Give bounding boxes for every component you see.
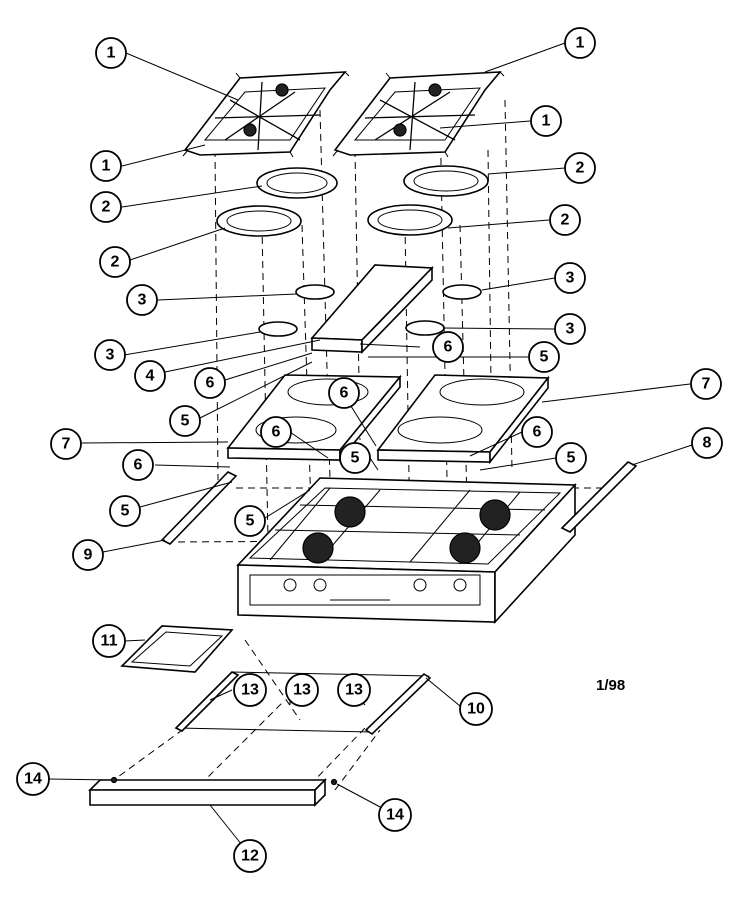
svg-text:13: 13 <box>345 682 363 699</box>
callout-10-tray-rail: 10 <box>459 692 493 726</box>
callout-6-left-rail: 6 <box>122 449 154 481</box>
svg-text:4: 4 <box>146 368 155 385</box>
callout-2-bowl-left-lower: 2 <box>99 246 131 278</box>
top-panel-left <box>226 374 402 463</box>
callout-1-grate-top-right: 1 <box>564 27 596 59</box>
svg-text:5: 5 <box>351 450 360 467</box>
callout-11-drip-pan: 11 <box>92 624 126 658</box>
svg-text:1: 1 <box>102 158 111 175</box>
svg-text:6: 6 <box>272 424 281 441</box>
cooktop-chassis <box>236 477 577 625</box>
callout-13-tray-right: 13 <box>337 673 371 707</box>
callout-6-right-panel: 6 <box>521 416 553 448</box>
svg-text:6: 6 <box>533 424 542 441</box>
callout-1-grate-right-inner: 1 <box>530 105 562 137</box>
svg-text:6: 6 <box>340 385 349 402</box>
callout-3-gasket-left-upper: 3 <box>126 284 158 316</box>
callout-6-center-right: 6 <box>432 331 464 363</box>
burner-grate-right <box>332 71 505 158</box>
callout-5-chassis-left: 5 <box>234 505 266 537</box>
callout-7-right-panel: 7 <box>690 368 722 400</box>
callout-2-bowl-right-lower: 2 <box>549 204 581 236</box>
svg-text:1: 1 <box>576 35 585 52</box>
svg-text:2: 2 <box>111 254 120 271</box>
svg-text:5: 5 <box>246 513 255 530</box>
callout-12-front-trim: 12 <box>233 839 267 873</box>
svg-text:5: 5 <box>567 450 576 467</box>
svg-text:1: 1 <box>107 45 116 62</box>
callout-2-bowl-left-upper: 2 <box>90 191 122 223</box>
svg-text:1: 1 <box>542 113 551 130</box>
front-trim <box>88 776 338 807</box>
svg-text:6: 6 <box>134 457 143 474</box>
svg-text:3: 3 <box>566 321 575 338</box>
svg-text:8: 8 <box>703 435 712 452</box>
svg-text:3: 3 <box>106 347 115 364</box>
callout-5-right: 5 <box>555 442 587 474</box>
svg-text:6: 6 <box>206 375 215 392</box>
svg-text:11: 11 <box>101 633 118 650</box>
svg-text:9: 9 <box>84 547 93 564</box>
callout-8-right-rail: 8 <box>691 427 723 459</box>
callout-9-left-rail: 9 <box>72 539 104 571</box>
burner-grate-left <box>182 71 350 158</box>
callout-14-right-screw: 14 <box>378 798 412 832</box>
date-code: 1/98 <box>596 677 625 694</box>
svg-text:12: 12 <box>241 848 259 865</box>
callout-6-center-left: 6 <box>194 367 226 399</box>
callout-2-bowl-right-upper: 2 <box>564 152 596 184</box>
callout-1-grate-left-lower: 1 <box>90 150 122 182</box>
callout-14-left-screw: 14 <box>16 762 50 796</box>
callouts: 1 1 1 1 2 2 2 2 3 3 3 3 4 5 5 5 5 5 5 6 … <box>16 27 723 873</box>
callout-5-center-left: 5 <box>169 405 201 437</box>
callout-3-gasket-right-lower: 3 <box>554 313 586 345</box>
svg-text:14: 14 <box>386 807 404 824</box>
callout-6-middle: 6 <box>328 377 360 409</box>
callout-1-grate-top-left: 1 <box>95 37 127 69</box>
callout-5-left-rail: 5 <box>109 495 141 527</box>
side-rail-right <box>560 461 638 533</box>
svg-text:5: 5 <box>121 503 130 520</box>
svg-text:3: 3 <box>566 270 575 287</box>
svg-text:7: 7 <box>702 376 711 393</box>
burner-gaskets <box>258 284 482 337</box>
svg-text:13: 13 <box>293 682 311 699</box>
callout-5-center-right: 5 <box>528 341 560 373</box>
svg-text:7: 7 <box>62 436 71 453</box>
drip-tray-assembly <box>174 671 432 736</box>
drip-pan <box>120 625 234 673</box>
callout-3-gasket-left-lower: 3 <box>94 339 126 371</box>
callout-4-center-panel: 4 <box>134 360 166 392</box>
callout-13-tray-left: 13 <box>233 673 267 707</box>
svg-text:2: 2 <box>561 212 570 229</box>
burner-bowls <box>216 165 489 237</box>
svg-text:10: 10 <box>467 701 485 718</box>
svg-text:3: 3 <box>138 292 147 309</box>
top-panel-right <box>376 374 550 465</box>
svg-text:6: 6 <box>444 339 453 356</box>
svg-text:13: 13 <box>241 682 259 699</box>
svg-text:2: 2 <box>102 199 111 216</box>
callout-7-left-panel: 7 <box>50 428 82 460</box>
side-rail-left <box>160 471 238 545</box>
callout-13-tray-center: 13 <box>285 673 319 707</box>
svg-text:2: 2 <box>576 160 585 177</box>
svg-text:5: 5 <box>540 349 549 366</box>
svg-text:5: 5 <box>181 413 190 430</box>
svg-text:14: 14 <box>24 771 42 788</box>
callout-5-middle: 5 <box>339 442 371 474</box>
callout-6-left-panel: 6 <box>260 416 292 448</box>
center-top-panel <box>310 264 434 354</box>
callout-3-gasket-right-upper: 3 <box>554 262 586 294</box>
